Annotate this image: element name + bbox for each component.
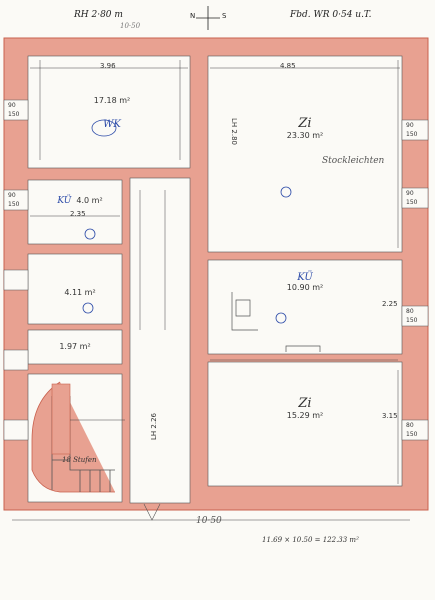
compass-north: N	[190, 12, 196, 20]
window-label: 80	[406, 422, 414, 429]
stair-label: 18 Stufen	[62, 456, 97, 464]
floor-level-label: Fbd. WR 0·54 u.T.	[290, 10, 372, 20]
room-zi-bottom	[207, 361, 403, 487]
ku-width-label: 2.35	[70, 210, 86, 218]
stair-shaft-wall	[51, 383, 71, 455]
room-ku-right-area: 10.90 m²	[286, 283, 324, 292]
room-markers	[82, 119, 292, 324]
bottom-width-label: 10·50	[196, 516, 222, 526]
room-small-area: 1.97 m²	[59, 342, 91, 351]
room-wk-label: 17.18 m² WK	[72, 96, 152, 130]
window-label: 90	[406, 190, 414, 197]
room-small-label: 1.97 m²	[40, 342, 110, 351]
room-zi-top-area: 23.30 m²	[286, 131, 324, 140]
room-zi-bottom-name: Zi	[298, 396, 312, 411]
room-zi-bottom-area: 15.29 m²	[286, 411, 324, 420]
window-label: 90	[406, 122, 414, 129]
room-zi-top-label: Zi 23.30 m²	[260, 116, 350, 140]
window-label: 90	[8, 102, 16, 109]
hall-height-label: LH 2.26	[150, 413, 158, 440]
room-zi-top-name: Zi	[298, 116, 312, 131]
zi-width-label: 4.85	[280, 62, 296, 70]
room-ku-left	[27, 179, 123, 245]
room-ku-left-area: 4.0 m²	[76, 196, 103, 205]
room-wk	[27, 55, 191, 169]
zi-bottom-height-label: 3.15	[382, 412, 398, 420]
ku-right-height-label: 2.25	[382, 300, 398, 308]
room-ku-right	[207, 259, 403, 355]
kitchen-fixtures	[231, 292, 321, 352]
window-label: 150	[406, 317, 418, 324]
compass-icon	[196, 6, 220, 30]
corridor	[129, 177, 191, 504]
room-ku-right-name: KÜ	[297, 272, 313, 283]
zi-top-note: Stockleichten	[322, 156, 385, 166]
room-c	[27, 253, 123, 325]
room-c-area: 4.11 m²	[64, 288, 96, 297]
window-label: 150	[406, 131, 418, 138]
window-label: 80	[406, 308, 414, 315]
room-ku-left-label: KÜ 4.0 m²	[50, 188, 110, 207]
top-width-label: 10·50	[120, 22, 141, 30]
room-zi-bottom-label: Zi 15.29 m²	[270, 396, 340, 420]
window-label: 150	[406, 199, 418, 206]
windows	[3, 99, 429, 441]
zi-top-lh-label: LH 2.80	[230, 118, 238, 145]
room-wk-area: 17.18 m²	[93, 96, 131, 105]
room-wk-name: WK	[103, 119, 121, 130]
dimension-lines	[12, 60, 410, 521]
window-label: 90	[8, 192, 16, 199]
window-label: 150	[8, 111, 20, 118]
room-ku-right-label: KÜ 10.90 m²	[270, 272, 340, 292]
room-small	[27, 329, 123, 365]
compass-south: S	[222, 12, 227, 20]
window-label: 150	[406, 431, 418, 438]
room-ku-left-name: KÜ	[57, 196, 72, 206]
entrance-door	[143, 503, 161, 521]
window-label: 150	[8, 201, 20, 208]
wk-width-label: 3.96	[100, 62, 116, 70]
room-c-label: 4.11 m²	[50, 288, 110, 297]
room-zi-top	[207, 55, 403, 253]
total-area-label: 11.69 × 10.50 = 122.33 m²	[262, 536, 359, 544]
ceiling-height-label: RH 2·80 m	[74, 10, 123, 20]
